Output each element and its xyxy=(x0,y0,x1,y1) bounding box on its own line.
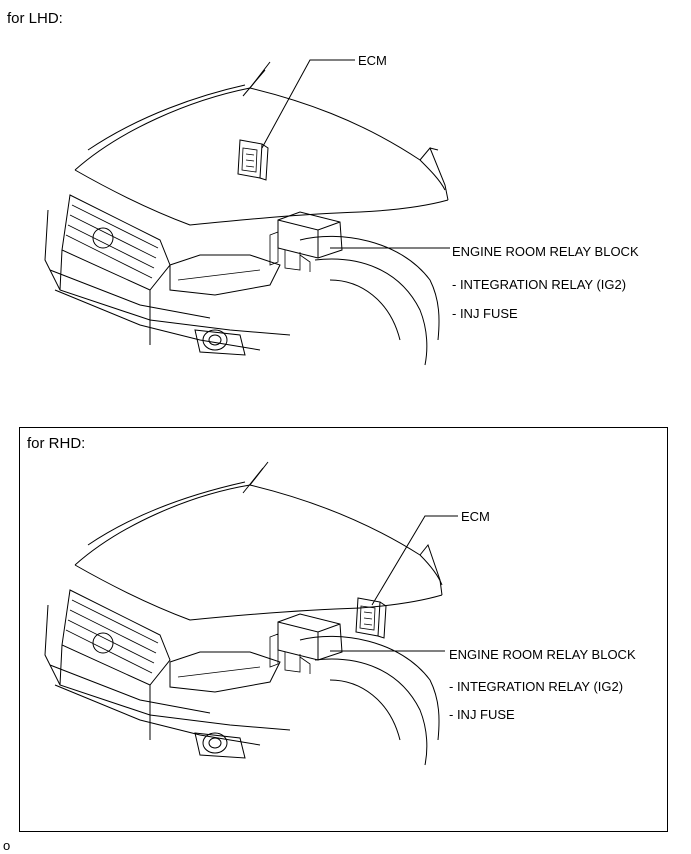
relay-block-icon xyxy=(269,613,343,674)
ecm-component-icon xyxy=(355,597,387,639)
rhd-title: for RHD: xyxy=(27,435,86,452)
ecm-leader-line xyxy=(261,59,355,149)
lhd-panel: for LHD: ECM ENGINE ROOM RELAY BLOCK - I… xyxy=(0,0,691,400)
lhd-inj-fuse-item: - INJ FUSE xyxy=(452,306,518,321)
rhd-panel: for RHD: ECM ENGINE ROOM RELAY BLOCK - I… xyxy=(0,400,691,832)
rhd-integration-relay-item: - INTEGRATION RELAY (IG2) xyxy=(449,679,624,694)
ecm-leader-line xyxy=(371,515,458,606)
rhd-car-illustration xyxy=(44,461,458,766)
lhd-car-illustration xyxy=(44,59,450,366)
lhd-integration-relay-item: - INTEGRATION RELAY (IG2) xyxy=(452,277,627,292)
lhd-title: for LHD: xyxy=(7,10,63,27)
footer-code: o xyxy=(3,838,11,853)
rhd-frame xyxy=(19,427,668,832)
rhd-ecm-label: ECM xyxy=(461,509,490,524)
lhd-ecm-label: ECM xyxy=(358,53,387,68)
ecm-component-icon xyxy=(237,139,269,181)
relay-block-icon xyxy=(269,211,343,272)
rhd-inj-fuse-item: - INJ FUSE xyxy=(449,707,515,722)
rhd-relay-block-label: ENGINE ROOM RELAY BLOCK xyxy=(449,647,636,662)
lhd-relay-block-label: ENGINE ROOM RELAY BLOCK xyxy=(452,244,639,259)
